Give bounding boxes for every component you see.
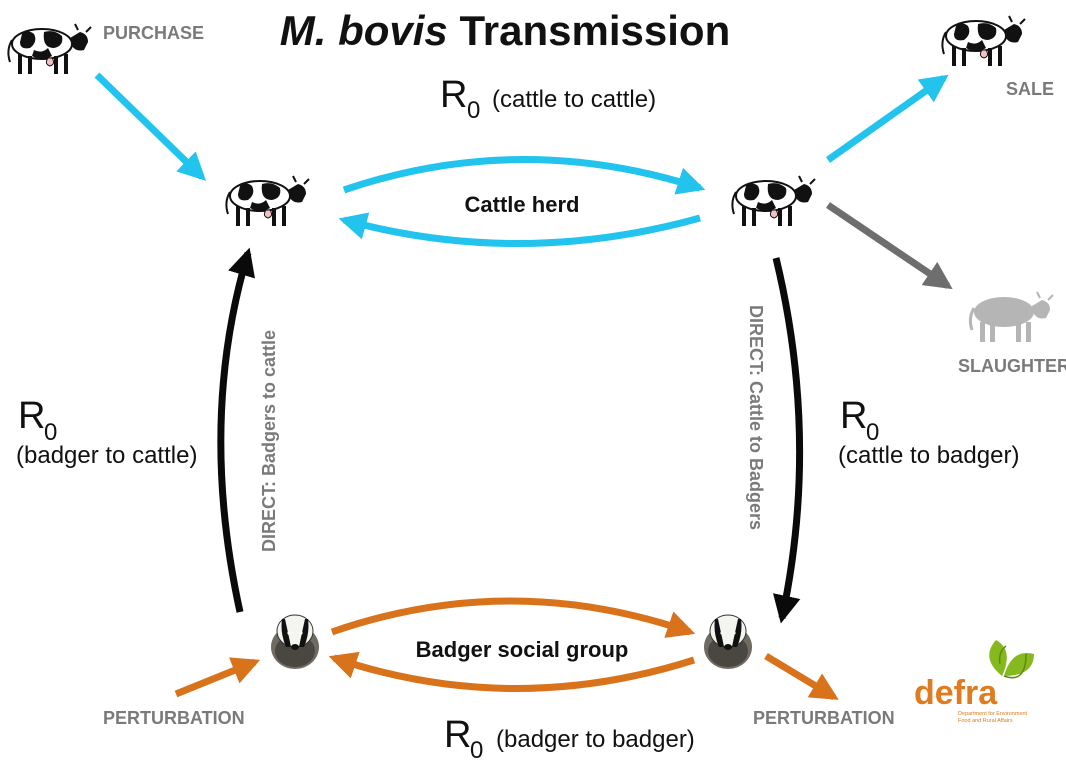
r0-cattle-to-cattle-text: (cattle to cattle) xyxy=(492,86,656,113)
r0-cattle-to-cattle: R 0 (cattle to cattle) xyxy=(440,74,656,124)
direct-cattle-to-badgers-label: DIRECT: Cattle to Badgers xyxy=(746,305,766,530)
r0-subscript: 0 xyxy=(470,737,483,760)
cow-icon xyxy=(941,15,1026,67)
badger-icon xyxy=(270,614,320,670)
badger-group-arrow-right xyxy=(330,597,696,638)
cow-icon xyxy=(968,290,1055,344)
r0-cattle-to-badger-text: (cattle to badger) xyxy=(838,442,1019,469)
title-italic: M. bovis xyxy=(280,7,448,54)
purchase-label: PURCHASE xyxy=(103,23,204,43)
perturbation-right-label: PERTURBATION xyxy=(753,708,895,728)
r0-badger-to-badger-text: (badger to badger) xyxy=(496,726,695,753)
badger-icon xyxy=(703,614,753,670)
perturbation-in-arrow xyxy=(174,657,261,698)
r0-symbol: R xyxy=(840,395,867,437)
r0-symbol: R xyxy=(18,395,45,437)
cattle-to-badger-arrow xyxy=(772,257,804,624)
r0-badger-to-cattle: R 0 (badger to cattle) xyxy=(16,395,197,469)
defra-wordmark: defra xyxy=(914,674,998,712)
defra-logo: defra Department for Environment Food an… xyxy=(914,640,1034,724)
cow-icon xyxy=(7,23,92,75)
cattle-herd-arrow-right xyxy=(342,156,706,195)
sale-arrow xyxy=(825,74,949,163)
r0-badger-to-cattle-text: (badger to cattle) xyxy=(16,442,197,469)
defra-tagline-1: Department for Environment xyxy=(958,711,1028,717)
badger-group-arrow-left xyxy=(328,651,696,692)
purchase-arrow xyxy=(94,72,207,181)
r0-symbol: R xyxy=(444,714,471,756)
cattle-herd-arrow-left xyxy=(338,212,701,247)
title-rest: Transmission xyxy=(448,7,730,54)
direct-badgers-to-cattle-label: DIRECT: Badgers to cattle xyxy=(259,330,279,552)
r0-symbol: R xyxy=(440,74,467,116)
perturbation-left-label: PERTURBATION xyxy=(103,708,245,728)
r0-subscript: 0 xyxy=(866,419,879,446)
slaughter-label: SLAUGHTER xyxy=(958,356,1066,376)
diagram-title: M. bovis Transmission xyxy=(280,7,730,54)
perturbation-out-arrow xyxy=(764,653,839,700)
defra-leaf-icon xyxy=(989,640,1034,679)
cow-icon xyxy=(731,175,816,227)
r0-badger-to-badger: R 0 (badger to badger) xyxy=(444,714,695,760)
slaughter-arrow xyxy=(826,202,953,290)
r0-subscript: 0 xyxy=(467,97,480,124)
defra-tagline-2: Food and Rural Affairs xyxy=(958,718,1013,724)
r0-subscript: 0 xyxy=(44,419,57,446)
cattle-herd-label: Cattle herd xyxy=(465,192,580,217)
badger-group-label: Badger social group xyxy=(416,637,629,662)
sale-label: SALE xyxy=(1006,79,1054,99)
r0-cattle-to-badger: R 0 (cattle to badger) xyxy=(838,395,1019,469)
cow-icon xyxy=(225,175,310,227)
badger-to-cattle-arrow xyxy=(217,247,255,613)
